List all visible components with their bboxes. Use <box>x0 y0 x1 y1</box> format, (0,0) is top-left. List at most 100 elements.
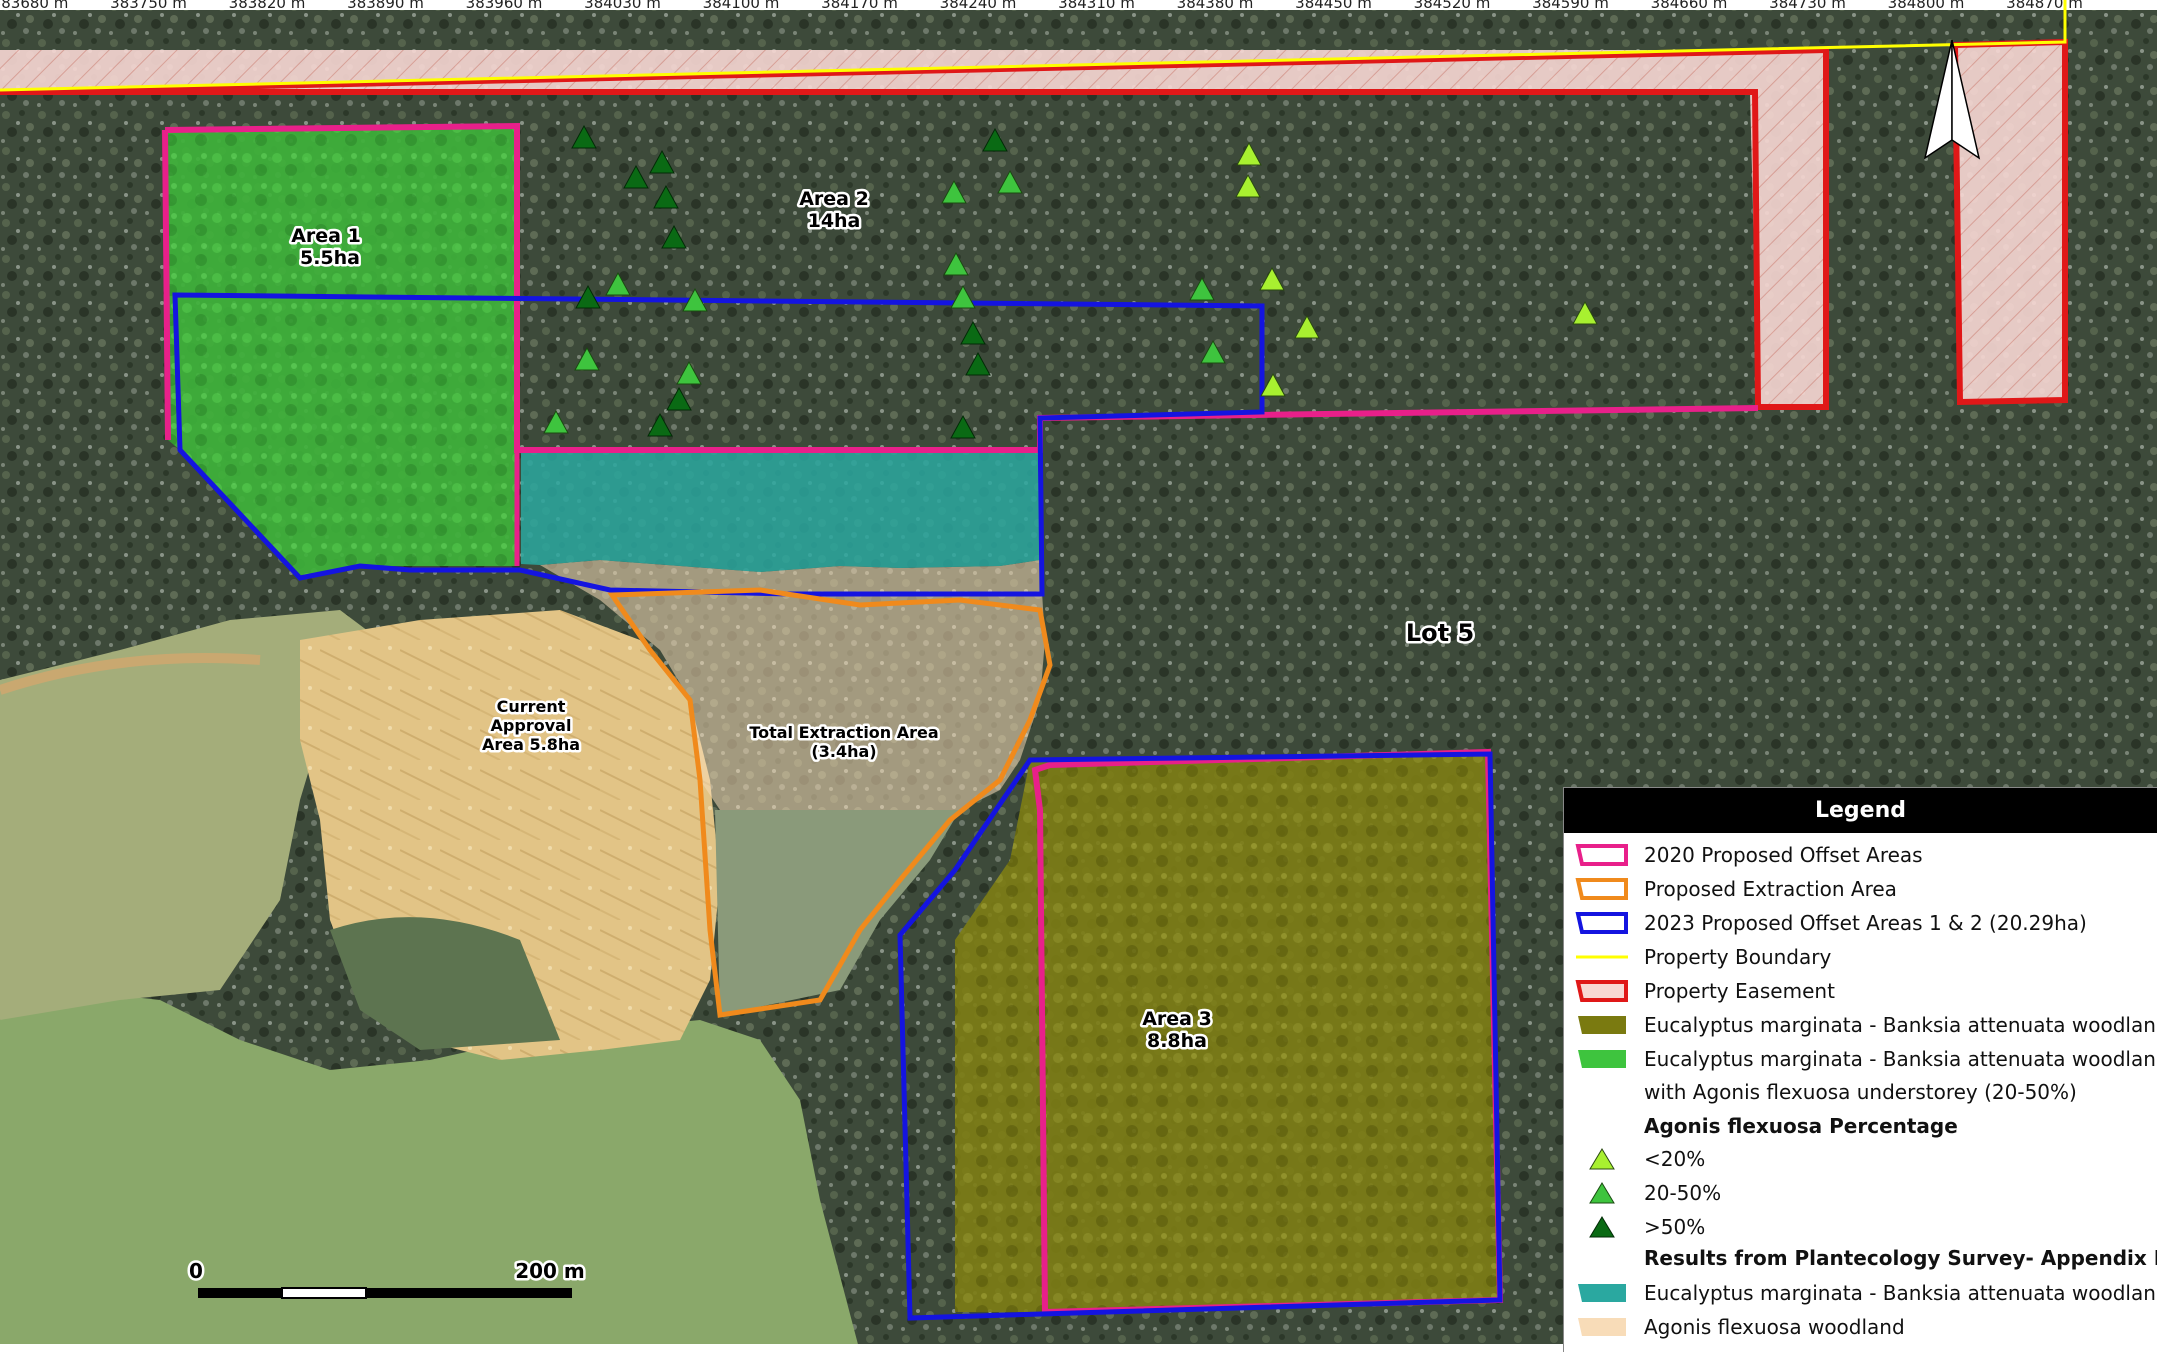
survey-agonis-swatch <box>1572 1314 1632 1340</box>
triangle-mid-point <box>574 346 600 371</box>
triangle-low-icon <box>1572 1146 1632 1172</box>
agonis-percentage-points <box>543 124 1598 439</box>
triangle-mid-point <box>682 287 708 312</box>
triangle-low-point <box>1260 372 1286 397</box>
area-1-label: Area 1 <box>291 225 361 247</box>
triangle-low-point <box>1572 300 1598 325</box>
access-track <box>0 653 261 695</box>
north-arrow <box>1923 39 1981 160</box>
triangle-mid-icon <box>1572 1180 1632 1206</box>
coordinate-label: 384660 m <box>1651 0 1728 12</box>
quarry-pit-vegetation <box>330 917 560 1050</box>
survey-woodland-area <box>521 450 1040 572</box>
coordinate-label: 384380 m <box>1177 0 1254 12</box>
coordinate-label: 383680 m <box>0 0 68 12</box>
legend-survey-agonis-label: Agonis flexuosa woodland <box>1644 1315 1905 1339</box>
current-approval-label-1: Current <box>497 697 566 716</box>
extraction-label-1: Total Extraction Area <box>749 723 938 742</box>
extraction-area-outline <box>607 587 1053 1018</box>
extraction-swatch <box>1572 876 1632 902</box>
legend-woodland-label: Eucalyptus marginata - Banksia attenuata… <box>1644 1013 2157 1037</box>
cleared-area <box>0 610 380 1020</box>
scale-bar: 0 200 m <box>187 1257 587 1299</box>
bottom-strip <box>0 1344 2157 1352</box>
area-2-size: 14ha <box>808 210 861 232</box>
triangle-high-point <box>661 224 687 249</box>
easement-east <box>1951 38 2068 406</box>
legend-extraction-label: Proposed Extraction Area <box>1644 877 1897 901</box>
legend-offset-2020: 2020 Proposed Offset Areas <box>1572 840 1923 870</box>
current-approval-label-2: Approval <box>491 716 572 735</box>
pasture-area <box>0 990 860 1352</box>
triangle-mid-point <box>950 284 976 309</box>
legend-offset-2023: 2023 Proposed Offset Areas 1 & 2 (20.29h… <box>1572 908 2087 938</box>
coordinate-label: 384520 m <box>1414 0 1491 12</box>
coordinate-label: 384170 m <box>821 0 898 12</box>
legend-pct-heading: Agonis flexuosa Percentage <box>1644 1114 1958 1138</box>
extraction-label-2: (3.4ha) <box>811 742 876 761</box>
current-approval-label-3: Area 5.8ha <box>482 735 580 754</box>
triangle-high-point <box>653 184 679 209</box>
legend-pct-low-label: <20% <box>1644 1147 1706 1171</box>
legend-pct-mid-label: 20-50% <box>1644 1181 1722 1205</box>
coordinate-label: 384730 m <box>1769 0 1846 12</box>
triangle-low-point <box>1236 141 1262 166</box>
woodland-agonis-swatch <box>1572 1046 1632 1072</box>
legend-pct-low: <20% <box>1572 1144 1705 1174</box>
coordinate-label: 383820 m <box>229 0 306 12</box>
legend-extraction: Proposed Extraction Area <box>1572 874 1897 904</box>
legend-offset-2020-label: 2020 Proposed Offset Areas <box>1644 843 1923 867</box>
easement-swatch <box>1572 978 1632 1004</box>
triangle-high-point <box>982 127 1008 152</box>
legend-survey-heading: Results from Plantecology Survey- Append… <box>1644 1246 2157 1270</box>
coordinate-label: 383960 m <box>466 0 543 12</box>
area-1-agonis-understorey <box>165 126 518 578</box>
cleared-strip <box>715 810 960 1015</box>
property-boundary-swatch <box>1572 944 1632 970</box>
coordinate-label: 384030 m <box>584 0 661 12</box>
triangle-high-point <box>575 284 601 309</box>
legend-survey-agonis: Agonis flexuosa woodland <box>1572 1312 1905 1342</box>
coordinate-label: 384800 m <box>1888 0 1965 12</box>
triangle-high-point <box>647 412 673 437</box>
triangle-mid-point <box>997 169 1023 194</box>
easement-north-outline <box>0 46 1829 410</box>
triangle-mid-point <box>1189 276 1215 301</box>
triangle-high-point <box>623 164 649 189</box>
triangle-high-point <box>571 124 597 149</box>
area-3-label: Area 3 <box>1142 1008 1212 1030</box>
map-legend: Legend 2020 Proposed Offset Areas Propos… <box>1563 787 2157 1352</box>
legend-easement: Property Easement <box>1572 976 1835 1006</box>
triangle-high-point <box>649 149 675 174</box>
triangle-mid-point <box>676 360 702 385</box>
triangle-low-point <box>1294 314 1320 339</box>
legend-pct-mid: 20-50% <box>1572 1178 1721 1208</box>
scale-bar-end: 200 m <box>515 1259 585 1283</box>
triangle-mid-point <box>941 179 967 204</box>
area-3-size: 8.8ha <box>1147 1030 1207 1052</box>
triangle-high-point <box>950 414 976 439</box>
legend-pct-high-label: >50% <box>1644 1215 1706 1239</box>
coordinate-label: 383890 m <box>347 0 424 12</box>
legend-survey-woodland-label: Eucalyptus marginata - Banksia attenuata… <box>1644 1281 2157 1305</box>
legend-survey-woodland: Eucalyptus marginata - Banksia attenuata… <box>1572 1278 2157 1308</box>
legend-title: Legend <box>1564 788 2157 833</box>
legend-woodland: Eucalyptus marginata - Banksia attenuata… <box>1572 1010 2157 1040</box>
legend-pct-high: >50% <box>1572 1212 1705 1242</box>
legend-woodland-agonis: Eucalyptus marginata - Banksia attenuata… <box>1572 1044 2157 1074</box>
triangle-mid-point <box>543 409 569 434</box>
area-1-size: 5.5ha <box>300 247 360 269</box>
survey-woodland-swatch <box>1572 1280 1632 1306</box>
property-boundary-line <box>0 0 2067 92</box>
triangle-high-icon <box>1572 1214 1632 1240</box>
woodland-swatch <box>1572 1012 1632 1038</box>
area-3-woodland <box>955 752 1500 1312</box>
coordinate-label: 384870 m <box>2006 0 2083 12</box>
triangle-high-point <box>960 320 986 345</box>
offset-2020-outline-west <box>162 129 171 441</box>
coordinate-label: 384310 m <box>1058 0 1135 12</box>
area-2-label: Area 2 <box>799 188 869 210</box>
scale-bar-start: 0 <box>189 1259 203 1283</box>
